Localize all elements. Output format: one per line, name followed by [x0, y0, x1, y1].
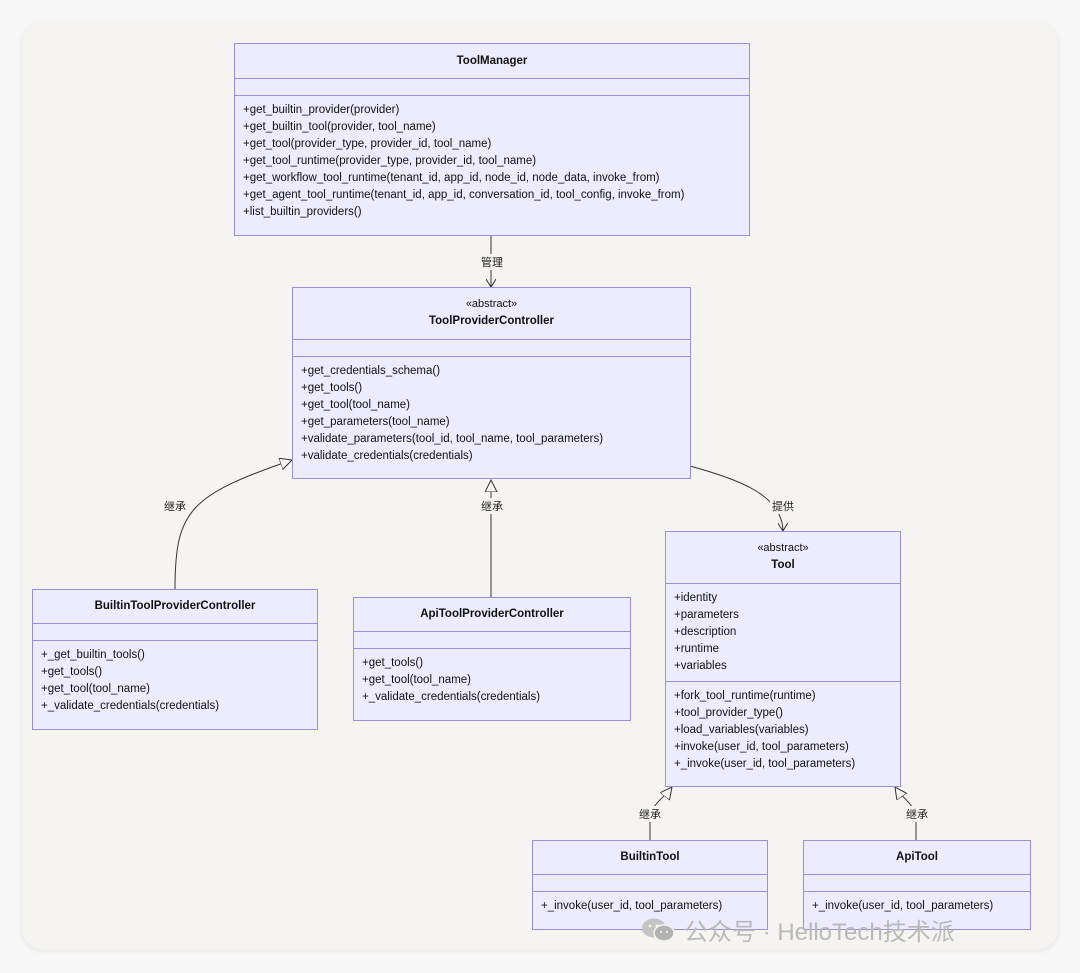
edge-provides [689, 465, 783, 531]
method: +_validate_credentials(credentials) [362, 691, 541, 703]
method: +get_tool_runtime(provider_type, provide… [243, 155, 537, 167]
edge-inherit-builtin-controller [174, 460, 292, 590]
methods-section: +_get_builtin_tools() +get_tools() +get_… [33, 640, 317, 721]
class-name: ApiToolProviderController [420, 608, 564, 620]
method: +validate_credentials(credentials) [301, 450, 473, 462]
class-builtin-tool: BuiltinTool +_invoke(user_id, tool_param… [532, 840, 768, 930]
attributes-section [33, 623, 317, 640]
method: +get_tool(tool_name) [41, 683, 151, 695]
class-builtin-tool-provider-controller: BuiltinToolProviderController +_get_buil… [32, 589, 318, 730]
class-tool: «abstract» Tool +identity +parameters +d… [665, 531, 901, 787]
method: +_validate_credentials(credentials) [41, 700, 220, 712]
wechat-icon [642, 918, 675, 942]
class-tool-manager: ToolManager +get_builtin_provider(provid… [234, 43, 750, 236]
method: +_invoke(user_id, tool_parameters) [674, 758, 856, 770]
attributes-section [533, 874, 767, 891]
attributes-section [804, 874, 1030, 891]
method: +fork_tool_runtime(runtime) [674, 690, 816, 702]
attributes-section [354, 631, 630, 648]
attribute: +description [674, 626, 737, 638]
method: +get_builtin_tool(provider, tool_name) [243, 121, 436, 133]
method: +get_tool(provider_type, provider_id, to… [243, 138, 492, 150]
method: +get_credentials_schema() [301, 365, 441, 377]
edge-label-inherit-builtin-controller: 继承 [162, 498, 188, 514]
attribute: +variables [674, 660, 727, 672]
class-name: ToolProviderController [428, 315, 555, 327]
class-name: ApiTool [896, 851, 938, 863]
watermark: 公众号 · HelloTech技术派 [640, 912, 955, 947]
method: +get_parameters(tool_name) [301, 416, 450, 428]
attribute: +identity [674, 592, 718, 604]
method: +get_tool(tool_name) [362, 674, 472, 686]
attributes-section: +identity +parameters +description +runt… [666, 583, 900, 681]
class-name: ToolManager [456, 55, 528, 67]
methods-section: +_invoke(user_id, tool_parameters) [804, 891, 1030, 921]
method: +get_tools() [301, 382, 363, 394]
method: +get_builtin_provider(provider) [243, 104, 400, 116]
stereotype: «abstract» [465, 298, 518, 310]
edge-label-manages: 管理 [479, 254, 505, 270]
edge-label-inherit-api-controller: 继承 [479, 498, 505, 514]
method: +get_workflow_tool_runtime(tenant_id, ap… [243, 172, 660, 184]
class-api-tool: ApiTool +_invoke(user_id, tool_parameter… [803, 840, 1031, 930]
methods-section: +_invoke(user_id, tool_parameters) [533, 891, 767, 921]
class-name: BuiltinTool [620, 851, 680, 863]
method: +get_agent_tool_runtime(tenant_id, app_i… [243, 189, 685, 201]
method: +get_tools() [362, 657, 424, 669]
watermark-text: 公众号 · HelloTech技术派 [684, 919, 955, 946]
methods-section: +get_builtin_provider(provider) +get_bui… [235, 95, 749, 227]
class-api-tool-provider-controller: ApiToolProviderController +get_tools() +… [353, 597, 631, 721]
method: +_invoke(user_id, tool_parameters) [541, 900, 723, 912]
method: +get_tool(tool_name) [301, 399, 411, 411]
attribute: +runtime [674, 643, 720, 655]
attribute: +parameters [674, 609, 739, 621]
method: +get_tools() [41, 666, 103, 678]
method: +tool_provider_type() [674, 707, 783, 719]
method: +list_builtin_providers() [243, 206, 362, 218]
methods-section: +get_credentials_schema() +get_tools() +… [293, 356, 690, 471]
class-name: BuiltinToolProviderController [94, 600, 256, 612]
method: +validate_parameters(tool_id, tool_name,… [301, 433, 604, 445]
edge-label-provides: 提供 [770, 498, 796, 514]
attributes-section [293, 339, 690, 356]
methods-section: +get_tools() +get_tool(tool_name) +_vali… [354, 648, 630, 712]
attributes-section [235, 78, 749, 95]
stereotype: «abstract» [757, 542, 809, 554]
method: +_get_builtin_tools() [41, 649, 145, 661]
class-name: Tool [771, 559, 795, 571]
method: +load_variables(variables) [674, 724, 809, 736]
edge-label-inherit-api-tool: 继承 [904, 806, 930, 822]
methods-section: +fork_tool_runtime(runtime) +tool_provid… [666, 681, 900, 779]
class-tool-provider-controller: «abstract» ToolProviderController +get_c… [292, 287, 691, 479]
method: +_invoke(user_id, tool_parameters) [812, 900, 994, 912]
method: +invoke(user_id, tool_parameters) [674, 741, 849, 753]
edge-label-inherit-builtin-tool: 继承 [637, 806, 663, 822]
